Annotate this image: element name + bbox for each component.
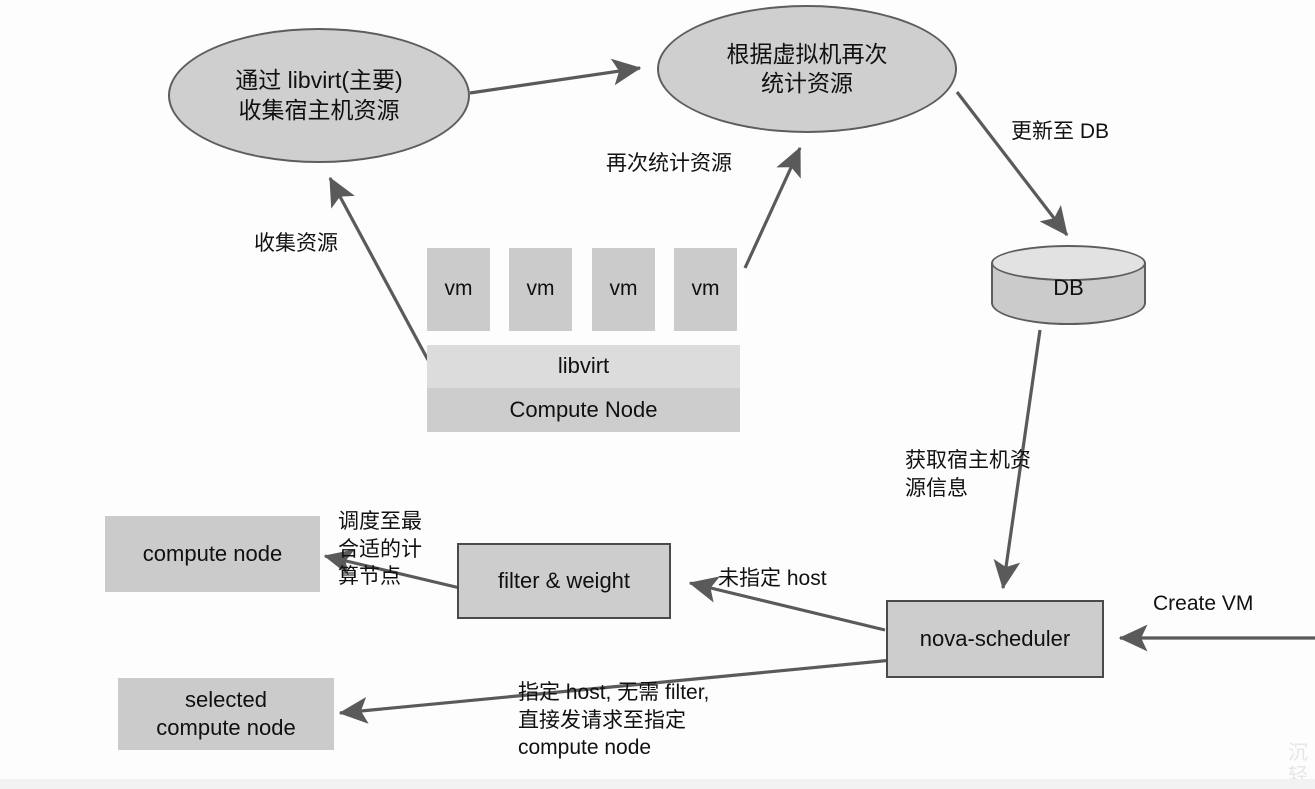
node-libvirt-band[interactable]: libvirt [427, 345, 740, 388]
edge-collect-to-recount [469, 58, 642, 95]
node-filter-weight-label: filter & weight [497, 567, 631, 593]
node-vm-4[interactable]: vm [674, 248, 737, 331]
node-compute-node-label: compute node [142, 540, 283, 566]
node-recount-by-vm[interactable]: 根据虚拟机再次 统计资源 [657, 5, 957, 133]
node-db-label: DB [1053, 275, 1084, 300]
node-vm-3[interactable]: vm [592, 248, 655, 331]
edge-libvirt-to-collect [328, 176, 430, 361]
label-create-vm: Create VM [1153, 592, 1254, 615]
label-update-to-db: 更新至 DB [1011, 120, 1110, 143]
node-db[interactable]: DB [991, 245, 1146, 327]
node-filter-weight[interactable]: filter & weight [457, 543, 671, 619]
db-cylinder-top [991, 245, 1146, 281]
node-vm-1[interactable]: vm [427, 248, 490, 331]
node-selected-compute-node[interactable]: selected compute node [118, 678, 334, 750]
node-selected-compute-node-label: selected compute node [156, 686, 296, 740]
node-vm-3-label: vm [609, 277, 638, 301]
label-recount-resource: 再次统计资源 [606, 152, 732, 175]
node-compute-node-band[interactable]: Compute Node [427, 388, 740, 432]
node-vm-4-label: vm [691, 277, 720, 301]
node-libvirt-label: libvirt [557, 353, 610, 379]
edge-recount-to-db [955, 91, 1069, 237]
label-fetch-host-resource-info: 获取宿主机资 源信息 [905, 449, 1031, 500]
bottom-strip [0, 779, 1315, 789]
node-nova-scheduler-label: nova-scheduler [919, 625, 1071, 651]
node-compute-node-band-label: Compute Node [509, 396, 658, 422]
node-vm-1-label: vm [444, 277, 473, 301]
node-vm-2-label: vm [526, 277, 555, 301]
label-host-not-specified: 未指定 host [718, 567, 827, 590]
node-compute-node[interactable]: compute node [105, 516, 320, 592]
node-collect-host-resource-label: 通过 libvirt(主要) 收集宿主机资源 [235, 67, 403, 123]
edge-vm-to-recount [743, 146, 802, 269]
label-host-specified: 指定 host, 无需 filter, 直接发请求至指定 compute nod… [518, 681, 710, 760]
node-vm-2[interactable]: vm [509, 248, 572, 331]
label-schedule-to-best-node: 调度至最 合适的计 算节点 [338, 510, 422, 589]
node-collect-host-resource[interactable]: 通过 libvirt(主要) 收集宿主机资源 [168, 28, 470, 163]
node-nova-scheduler[interactable]: nova-scheduler [886, 600, 1104, 678]
label-collect-resource: 收集资源 [254, 232, 338, 255]
node-recount-by-vm-label: 根据虚拟机再次 统计资源 [726, 40, 888, 96]
